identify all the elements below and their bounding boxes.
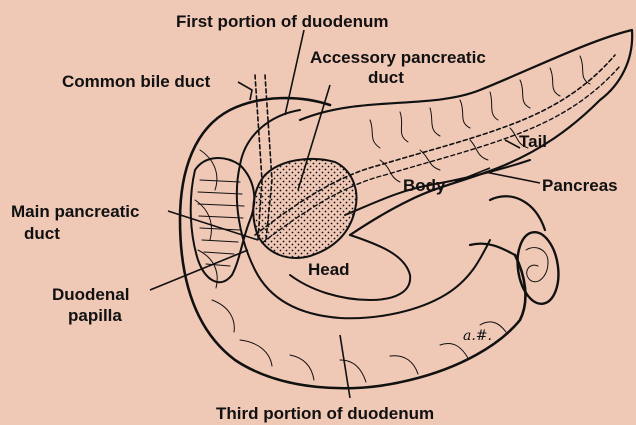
leader-pancreas bbox=[485, 172, 540, 183]
label-pancreas: Pancreas bbox=[542, 176, 618, 195]
label-third-portion: Third portion of duodenum bbox=[216, 404, 434, 423]
label-first-portion: First portion of duodenum bbox=[176, 12, 388, 31]
label-common-bile-duct: Common bile duct bbox=[62, 72, 211, 91]
label-head: Head bbox=[308, 260, 350, 279]
leader-common-bile-duct bbox=[238, 82, 252, 100]
label-papilla-1: Duodenal bbox=[52, 285, 129, 304]
jejunum-body bbox=[470, 196, 545, 255]
label-body: Body bbox=[403, 176, 446, 195]
label-main-duct-2: duct bbox=[24, 224, 60, 243]
duodenum-outer bbox=[180, 98, 525, 388]
label-accessory-duct-1: Accessory pancreatic bbox=[310, 48, 486, 67]
duodenum-cross-section bbox=[191, 158, 255, 282]
leader-body bbox=[455, 168, 490, 182]
jejunum-mucosa bbox=[526, 248, 548, 282]
artist-signature: a.#. bbox=[463, 328, 492, 344]
leader-tail bbox=[505, 140, 520, 148]
label-accessory-duct-2: duct bbox=[368, 68, 404, 87]
label-tail: Tail bbox=[519, 132, 547, 151]
leader-first-portion bbox=[285, 30, 304, 115]
label-main-duct-1: Main pancreatic bbox=[11, 202, 140, 221]
label-papilla-2: papilla bbox=[68, 306, 122, 325]
